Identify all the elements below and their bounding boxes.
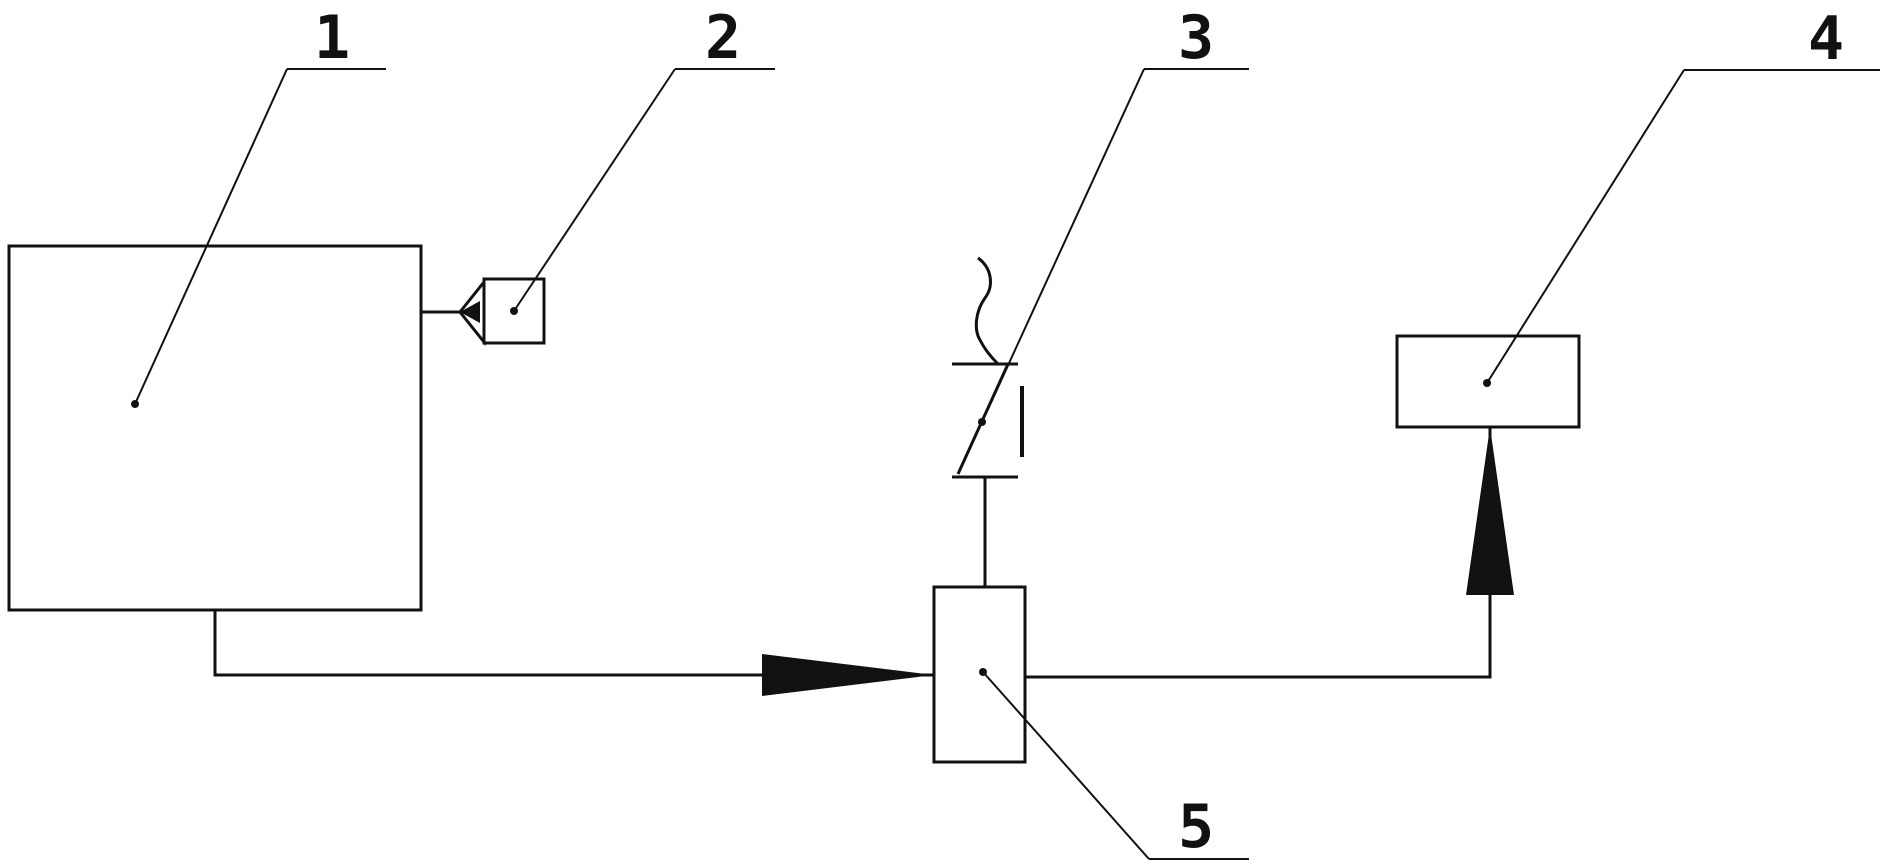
connections xyxy=(213,427,1514,696)
component-1 xyxy=(7,244,423,612)
leader-dot-5 xyxy=(979,668,987,676)
connection-5-to-4 xyxy=(1025,427,1492,679)
label-part-3: 3 xyxy=(1178,3,1214,73)
component-4-box xyxy=(1395,334,1581,429)
label-part-5: 5 xyxy=(1178,792,1214,862)
connection-1-to-5 xyxy=(213,610,934,677)
leader-line-2 xyxy=(513,68,676,312)
label-part-4: 4 xyxy=(1808,4,1844,74)
leader-line-5 xyxy=(982,671,1150,860)
component-4 xyxy=(1395,334,1581,429)
component-2-pointer-icon xyxy=(460,301,480,323)
label-part-2: 2 xyxy=(705,3,741,73)
leader-dot-2 xyxy=(510,307,518,315)
arrow-right-icon xyxy=(762,654,934,696)
component-5 xyxy=(932,585,1027,764)
leader-line-1 xyxy=(134,68,288,405)
leader-dot-1 xyxy=(131,400,139,408)
component-1-box xyxy=(7,244,423,612)
leader-dot-4 xyxy=(1483,379,1491,387)
arrow-up-icon xyxy=(1466,427,1514,595)
component-2-box xyxy=(482,277,546,345)
leader-lines xyxy=(131,68,1880,860)
label-part-1: 1 xyxy=(314,3,350,73)
leader-dot-3 xyxy=(978,418,986,426)
component-5-box xyxy=(932,585,1027,764)
leader-line-4 xyxy=(1486,69,1685,384)
component-2 xyxy=(421,277,546,347)
reference-labels: 1 2 3 4 5 xyxy=(314,3,1844,862)
component-3-wire-icon xyxy=(974,256,1000,366)
leader-line-3 xyxy=(981,68,1145,423)
component-3 xyxy=(952,256,1024,587)
